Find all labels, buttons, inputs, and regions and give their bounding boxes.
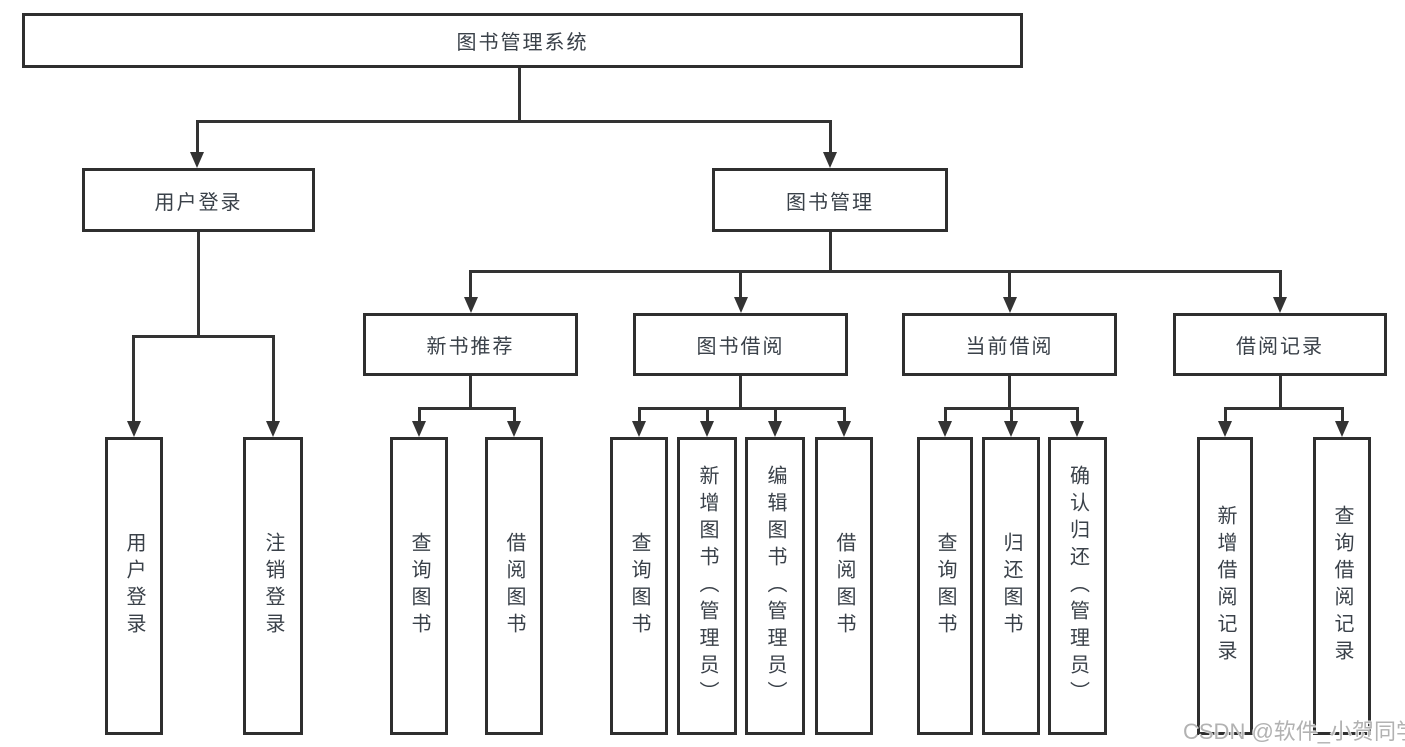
leaf-label: 查询图书 bbox=[408, 532, 430, 640]
connector-line bbox=[638, 407, 641, 423]
connector-line bbox=[706, 407, 709, 423]
leaf-label: 新增借阅记录 bbox=[1214, 505, 1236, 667]
connector-line bbox=[418, 407, 516, 410]
connector-line bbox=[1076, 407, 1079, 423]
node-user-login: 用户登录 bbox=[82, 168, 315, 232]
arrow-down-icon bbox=[700, 421, 714, 437]
arrow-down-icon bbox=[127, 421, 141, 437]
leaf-borrow-add-book: 新增图书（管理员） bbox=[677, 437, 737, 735]
leaf-label: 编辑图书（管理员） bbox=[764, 464, 786, 708]
arrow-down-icon bbox=[734, 297, 748, 313]
arrow-down-icon bbox=[837, 421, 851, 437]
connector-line bbox=[418, 407, 421, 423]
connector-line bbox=[132, 335, 275, 338]
leaf-record-add-record: 新增借阅记录 bbox=[1197, 437, 1253, 735]
arrow-down-icon bbox=[632, 421, 646, 437]
node-borrow-records: 借阅记录 bbox=[1173, 313, 1387, 376]
leaf-label: 用户登录 bbox=[123, 532, 145, 640]
connector-line bbox=[272, 335, 275, 422]
leaf-current-return-book: 归还图书 bbox=[982, 437, 1040, 735]
connector-line bbox=[196, 120, 832, 123]
connector-line bbox=[829, 120, 832, 154]
leaf-label: 借阅图书 bbox=[833, 532, 855, 640]
leaf-borrow-borrow-book: 借阅图书 bbox=[815, 437, 873, 735]
node-new-book-recommend: 新书推荐 bbox=[363, 313, 578, 376]
connector-line bbox=[196, 120, 199, 154]
connector-line bbox=[739, 270, 742, 299]
arrow-down-icon bbox=[1070, 421, 1084, 437]
connector-line bbox=[843, 407, 846, 423]
connector-line bbox=[1008, 376, 1011, 409]
leaf-label: 归还图书 bbox=[1000, 532, 1022, 640]
leaf-label: 确认归还（管理员） bbox=[1066, 464, 1089, 708]
leaf-label: 借阅图书 bbox=[503, 532, 525, 640]
connector-line bbox=[774, 407, 777, 423]
connector-line bbox=[469, 270, 472, 299]
arrow-down-icon bbox=[1003, 297, 1017, 313]
leaf-label: 查询图书 bbox=[934, 532, 956, 640]
arrow-down-icon bbox=[938, 421, 952, 437]
arrow-down-icon bbox=[412, 421, 426, 437]
connector-line bbox=[829, 232, 832, 272]
connector-line bbox=[469, 270, 1282, 273]
arrow-down-icon bbox=[823, 152, 837, 168]
connector-line bbox=[518, 68, 521, 122]
arrow-down-icon bbox=[1273, 297, 1287, 313]
connector-line bbox=[1224, 407, 1227, 423]
leaf-user-logout: 注销登录 bbox=[243, 437, 303, 735]
leaf-current-query-book: 查询图书 bbox=[917, 437, 973, 735]
arrow-down-icon bbox=[190, 152, 204, 168]
connector-line bbox=[197, 232, 200, 336]
leaf-label: 查询借阅记录 bbox=[1331, 505, 1353, 667]
connector-line bbox=[1341, 407, 1344, 423]
leaf-borrow-edit-book: 编辑图书（管理员） bbox=[745, 437, 805, 735]
leaf-label: 查询图书 bbox=[628, 532, 650, 640]
arrow-down-icon bbox=[464, 297, 478, 313]
leaf-record-query-record: 查询借阅记录 bbox=[1313, 437, 1371, 735]
connector-line bbox=[944, 407, 947, 423]
arrow-down-icon bbox=[768, 421, 782, 437]
arrow-down-icon bbox=[1335, 421, 1349, 437]
connector-line bbox=[1010, 407, 1013, 423]
connector-line bbox=[469, 376, 472, 409]
connector-line bbox=[132, 335, 135, 422]
connector-line bbox=[1008, 270, 1011, 299]
node-book-management: 图书管理 bbox=[712, 168, 948, 232]
connector-line bbox=[1279, 376, 1282, 409]
connector-line bbox=[1279, 270, 1282, 299]
arrow-down-icon bbox=[507, 421, 521, 437]
node-current-borrow: 当前借阅 bbox=[902, 313, 1117, 376]
arrow-down-icon bbox=[1218, 421, 1232, 437]
connector-line bbox=[739, 376, 742, 409]
connector-line bbox=[513, 407, 516, 423]
leaf-user-login: 用户登录 bbox=[105, 437, 163, 735]
leaf-rec-borrow-book: 借阅图书 bbox=[485, 437, 543, 735]
leaf-rec-query-book: 查询图书 bbox=[390, 437, 448, 735]
node-book-borrow: 图书借阅 bbox=[633, 313, 848, 376]
arrow-down-icon bbox=[266, 421, 280, 437]
connector-line bbox=[638, 407, 846, 410]
leaf-label: 注销登录 bbox=[262, 532, 284, 640]
node-root: 图书管理系统 bbox=[22, 13, 1023, 68]
connector-line bbox=[1224, 407, 1343, 410]
arrow-down-icon bbox=[1004, 421, 1018, 437]
watermark: CSDN @软件_小贺同学 bbox=[1183, 719, 1405, 744]
leaf-current-confirm-return: 确认归还（管理员） bbox=[1048, 437, 1107, 735]
leaf-borrow-query-book: 查询图书 bbox=[610, 437, 668, 735]
leaf-label: 新增图书（管理员） bbox=[696, 464, 718, 708]
